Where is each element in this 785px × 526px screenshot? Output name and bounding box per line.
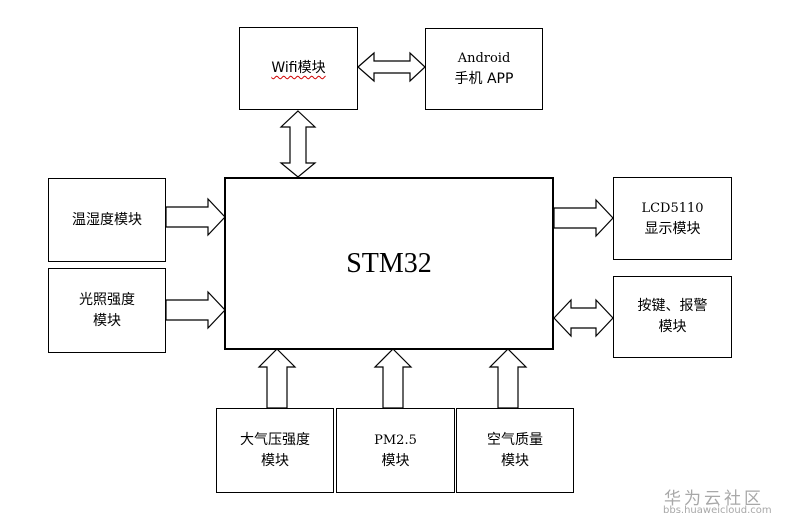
wifi-module-block: Wifi模块 [239, 27, 358, 110]
keys-alarm-label: 按键、报警 [637, 298, 708, 314]
arrow-wifi-stm32 [279, 110, 317, 178]
arrow-stm32-keys [553, 298, 614, 338]
watermark-url: bbs.huaweicloud.com [663, 505, 772, 516]
arrow-temp-stm32 [165, 197, 226, 237]
temp-humidity-block: 温湿度模块 [48, 178, 166, 262]
light-intensity-label: 光照强度 [79, 291, 135, 308]
air-quality-sublabel: 模块 [501, 452, 529, 469]
arrow-wifi-android [357, 51, 426, 83]
lcd-label: LCD5110 [641, 200, 704, 216]
air-quality-block: 空气质量 模块 [456, 408, 574, 493]
pressure-sublabel: 模块 [261, 452, 289, 469]
watermark-title: 华为云社区 [664, 489, 764, 509]
arrow-pm25-stm32 [373, 348, 413, 409]
arrow-pressure-stm32 [257, 348, 297, 409]
keys-alarm-sublabel: 模块 [658, 319, 687, 335]
arrow-air-stm32 [488, 348, 528, 409]
pm25-label: PM2.5 [374, 432, 417, 448]
lcd-display-block: LCD5110 显示模块 [613, 177, 732, 260]
arrow-stm32-lcd [553, 198, 614, 238]
pm25-sublabel: 模块 [381, 452, 410, 469]
pressure-block: 大气压强度 模块 [216, 408, 334, 493]
light-intensity-block: 光照强度 模块 [48, 268, 166, 353]
android-label: Android [457, 51, 511, 66]
stm32-label: STM32 [346, 247, 432, 279]
stm32-block: STM32 [224, 177, 554, 350]
android-app-block: Android 手机 APP [425, 28, 543, 110]
air-quality-label: 空气质量 [487, 431, 543, 448]
pm25-block: PM2.5 模块 [336, 408, 455, 493]
pressure-label: 大气压强度 [240, 431, 310, 448]
lcd-sublabel: 显示模块 [644, 220, 701, 237]
android-app-label: 手机 APP [454, 71, 514, 87]
light-intensity-sublabel: 模块 [93, 312, 121, 329]
keys-alarm-block: 按键、报警 模块 [613, 276, 732, 358]
arrow-light-stm32 [165, 290, 226, 330]
temp-humidity-label: 温湿度模块 [72, 211, 142, 228]
wifi-module-label: Wifi模块 [271, 60, 326, 76]
